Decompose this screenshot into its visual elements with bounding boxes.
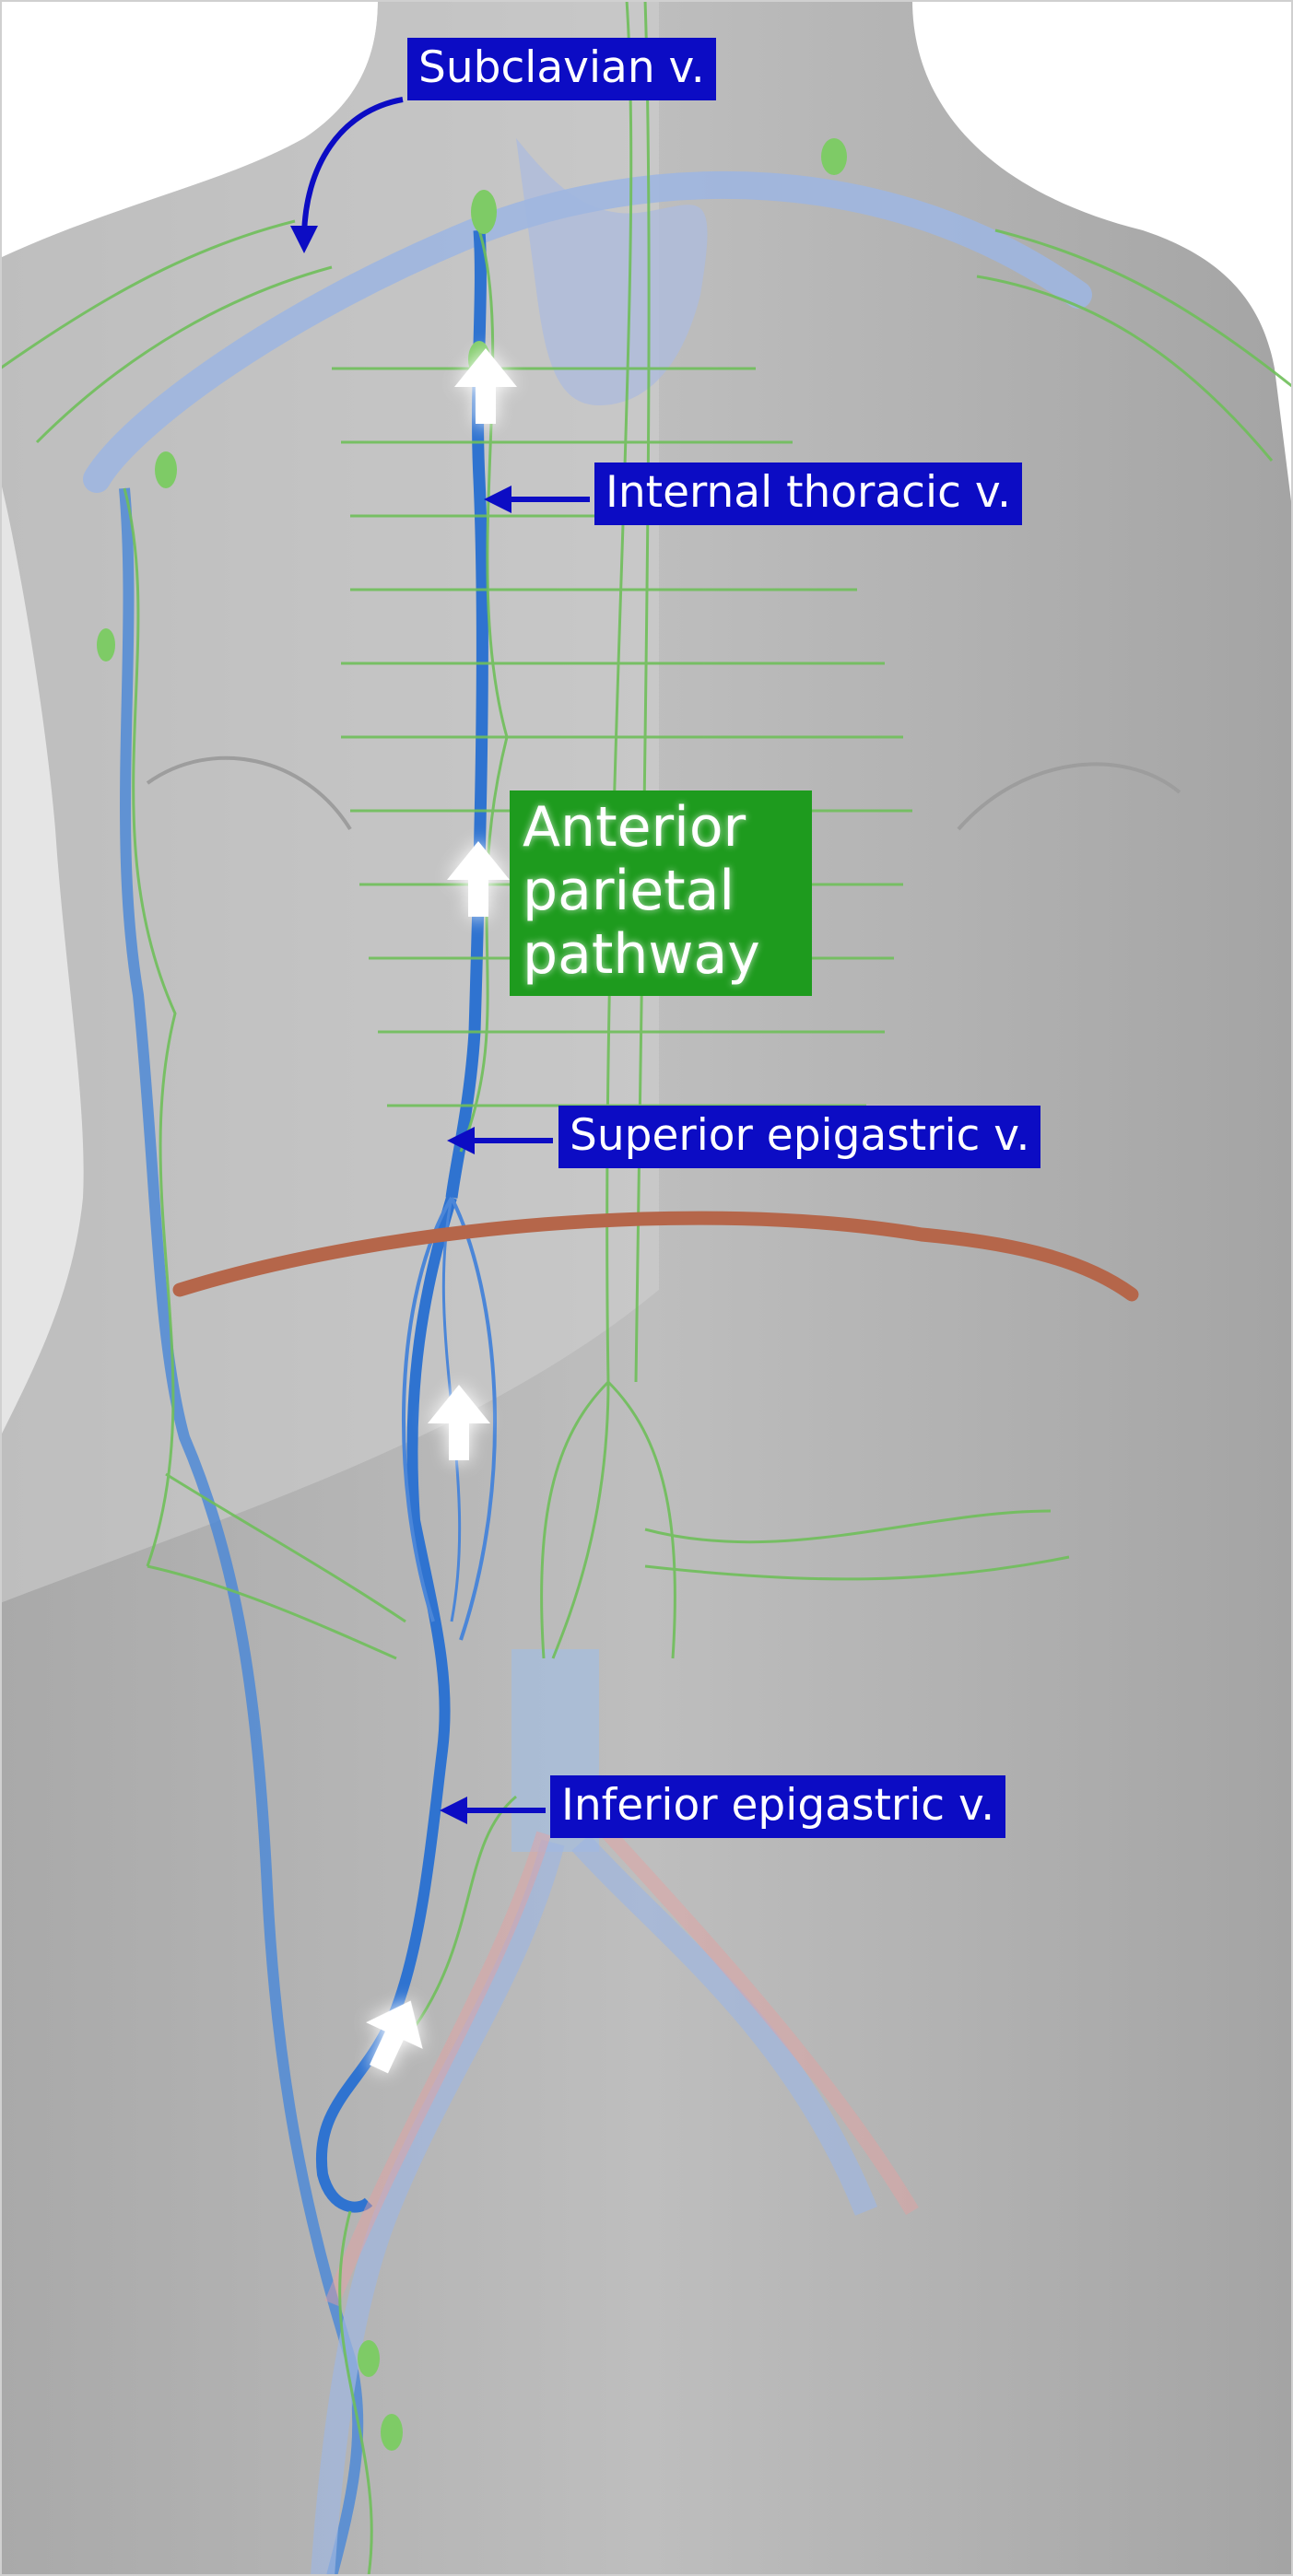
superior-epigastric-vein-label: Superior epigastric v. xyxy=(558,1106,1041,1169)
flow-arrows xyxy=(366,348,517,2074)
flow-arrow-upper xyxy=(454,348,517,424)
anterior-parietal-pathway-label: Anterior parietal pathway xyxy=(510,790,812,996)
flow-arrow-middle xyxy=(447,841,510,917)
flow-arrow-lower xyxy=(428,1385,490,1460)
iliac-arteries xyxy=(324,1828,919,2306)
inferior-epigastric-vein-label: Inferior epigastric v. xyxy=(550,1775,1006,1839)
subclavian-vein xyxy=(83,171,1092,493)
diaphragm xyxy=(172,1211,1139,1302)
flow-arrow-bottom xyxy=(366,2000,423,2074)
breast-contour-right xyxy=(957,762,1181,831)
iliac-vessels xyxy=(311,1834,878,2576)
breast-contour-left xyxy=(146,755,352,831)
leader-lines xyxy=(290,97,590,1824)
epigastric-branch-2 xyxy=(450,1197,498,1641)
subclavian-vein-label: Subclavian v. xyxy=(407,38,716,101)
internal-thoracic-vein-label: Internal thoracic v. xyxy=(594,463,1022,526)
subclavian-leader xyxy=(290,97,404,253)
epigastric-vein-network xyxy=(315,1196,457,2213)
